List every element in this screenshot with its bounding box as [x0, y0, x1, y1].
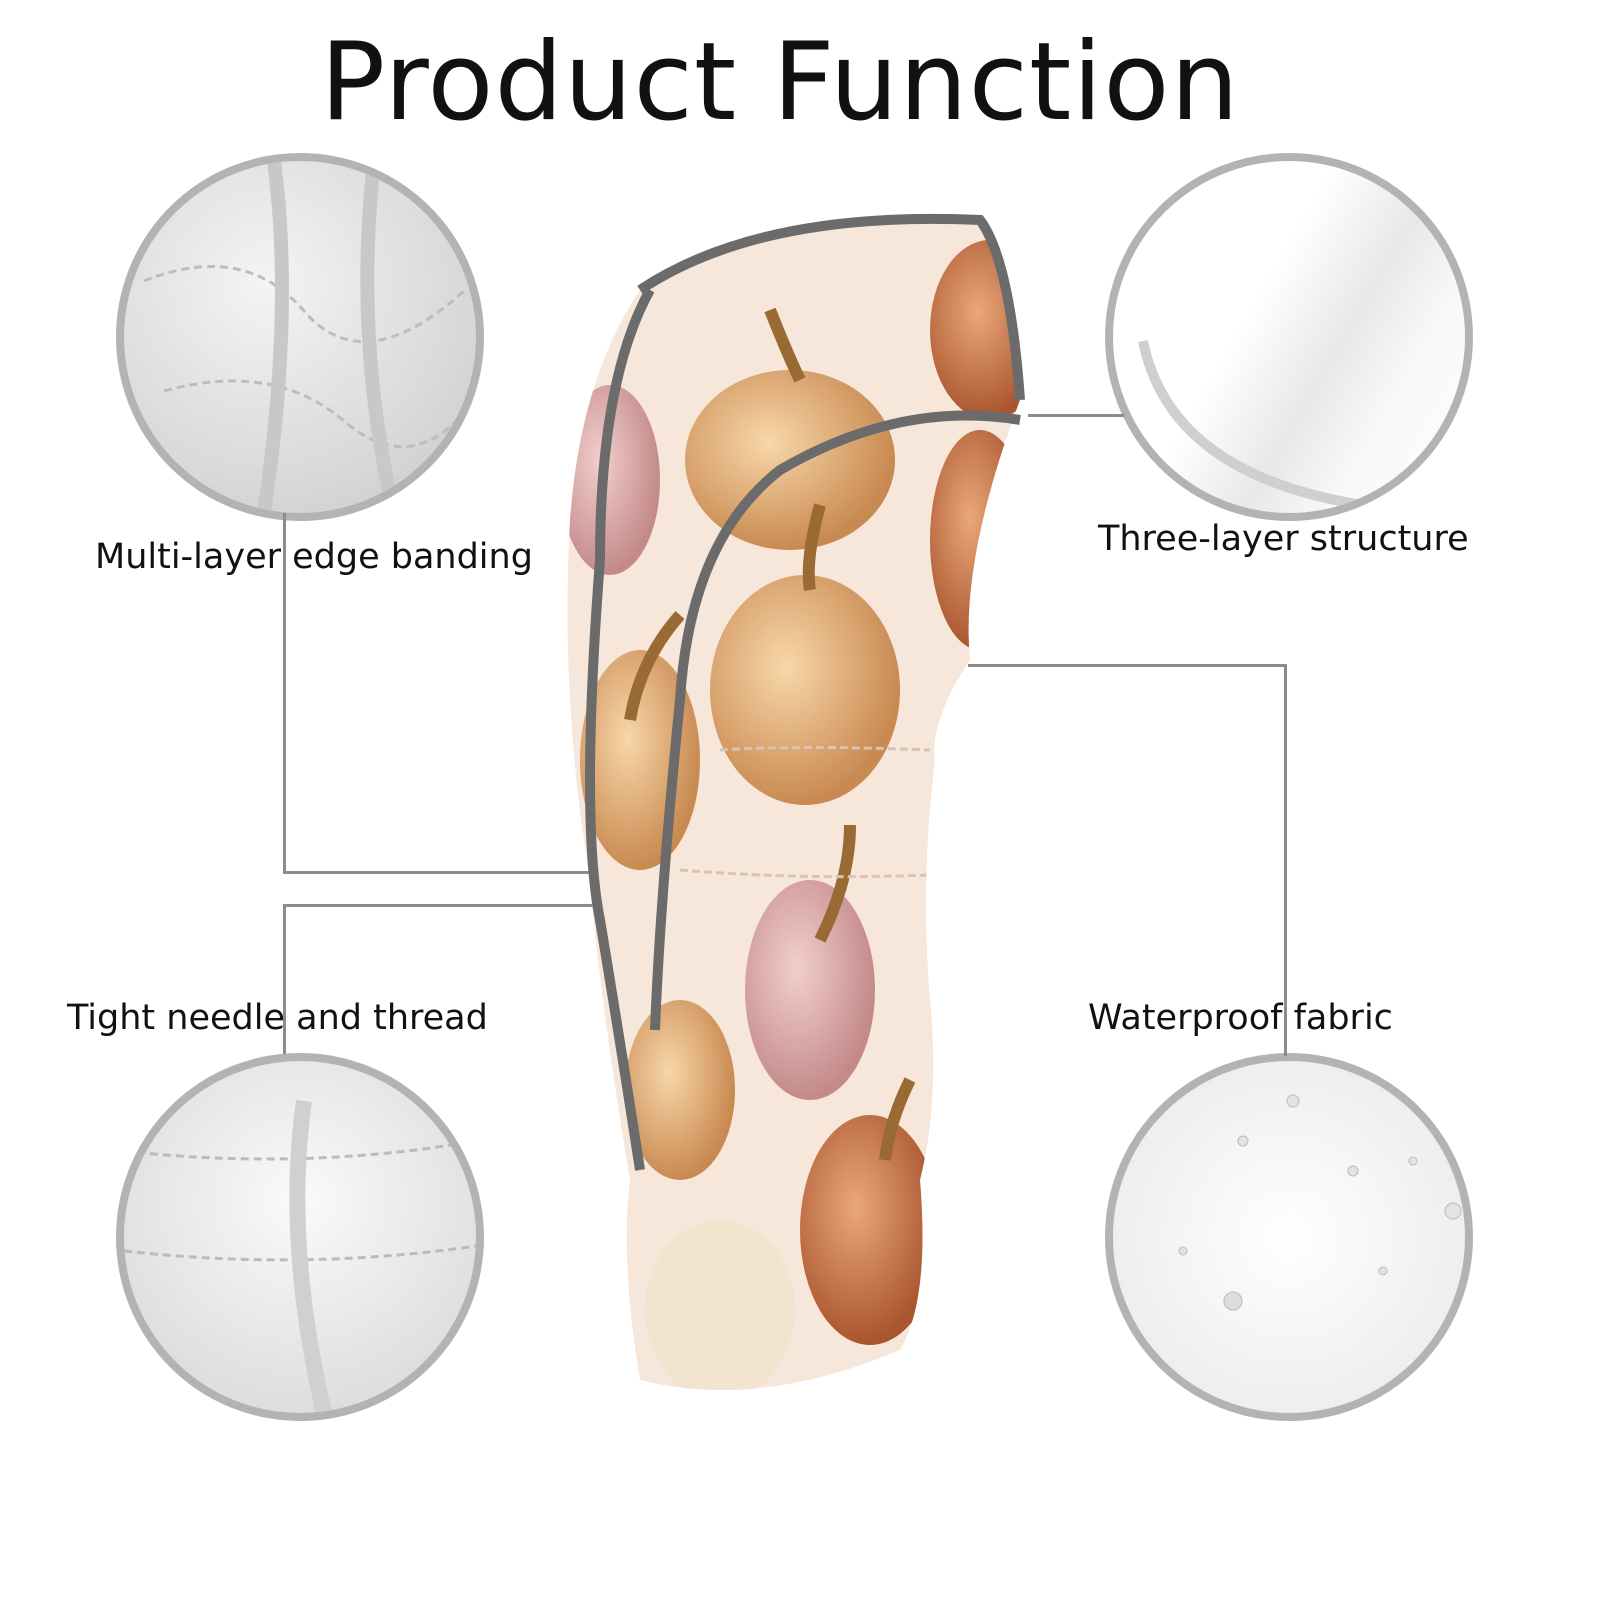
connector-line: [968, 664, 1287, 667]
connector-line: [283, 904, 286, 1054]
connector-line: [283, 904, 598, 907]
fabric-fold-texture: [143, 161, 476, 513]
detail-circle-edge-banding: [116, 153, 484, 521]
layer-edge-texture: [1138, 340, 1414, 513]
water-droplets: [1178, 1094, 1462, 1311]
detail-circle-three-layer: [1105, 153, 1473, 521]
stitch-texture: [124, 1099, 476, 1413]
detail-circle-needle-thread: [116, 1053, 484, 1421]
feature-label-three-layer: Three-layer structure: [1098, 519, 1469, 559]
detail-circle-waterproof: [1105, 1053, 1473, 1421]
connector-line: [283, 871, 593, 874]
feature-label-edge-banding: Multi-layer edge banding: [95, 537, 533, 577]
connector-line: [283, 513, 286, 873]
page-title: Product Function: [320, 20, 1240, 145]
feature-label-needle-thread: Tight needle and thread: [67, 998, 488, 1038]
connector-line: [1284, 664, 1287, 1056]
feature-label-waterproof: Waterproof fabric: [1088, 998, 1393, 1038]
connector-line: [1028, 414, 1124, 417]
